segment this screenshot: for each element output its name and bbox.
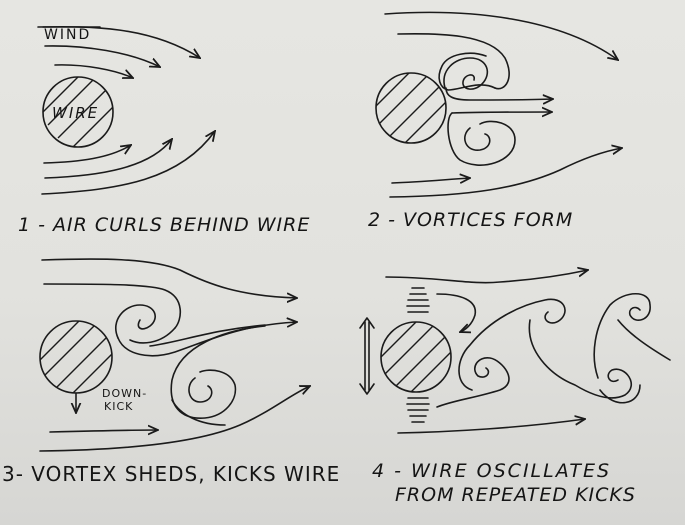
panel-1-air-curls bbox=[37, 25, 215, 195]
oscillation-lines-top bbox=[406, 287, 430, 313]
oscillation-lines-bottom bbox=[406, 397, 430, 423]
streamline bbox=[49, 430, 158, 432]
double-arrow-icon bbox=[359, 317, 375, 395]
streamline bbox=[39, 386, 310, 452]
wire-cross-section bbox=[375, 72, 447, 144]
wire-cross-section bbox=[42, 76, 114, 148]
shed-vortex bbox=[115, 304, 297, 357]
upper-vortex bbox=[438, 52, 553, 100]
downkick-label-line1: DOWN- bbox=[102, 387, 148, 400]
panel-2-caption: 2 - VORTICES FORM bbox=[368, 209, 574, 231]
wind-streamline bbox=[44, 45, 160, 67]
panel-4-caption-line2: FROM REPEATED KICKS bbox=[395, 484, 636, 506]
panel-1-caption: 1 - AIR CURLS BEHIND WIRE bbox=[18, 214, 311, 236]
panel-3-vortex-sheds bbox=[39, 258, 310, 452]
wind-label: WIND bbox=[44, 27, 92, 43]
streamline bbox=[397, 419, 585, 434]
streamline bbox=[384, 11, 618, 60]
streamline bbox=[385, 270, 588, 284]
panel-3-caption: 3- VORTEX SHEDS, KICKS WIRE bbox=[2, 462, 341, 486]
downkick-label-line2: KICK bbox=[104, 400, 134, 413]
streamline bbox=[436, 293, 476, 332]
wire-cross-section bbox=[380, 321, 452, 393]
streamline bbox=[41, 131, 215, 195]
streamline bbox=[43, 283, 181, 329]
wind-streamline bbox=[54, 64, 133, 78]
panel-2-vortices-form bbox=[375, 11, 622, 198]
vortex-street bbox=[436, 292, 671, 408]
streamline bbox=[44, 139, 172, 179]
wire-label: WIRE bbox=[52, 104, 100, 122]
streamline bbox=[389, 148, 622, 198]
streamline bbox=[397, 32, 510, 90]
streamline bbox=[41, 258, 297, 298]
forming-vortex bbox=[170, 325, 266, 426]
streamline bbox=[391, 178, 470, 183]
panel-4-wire-oscillates bbox=[359, 270, 671, 434]
lower-vortex bbox=[447, 112, 552, 166]
panel-4-caption-line1: 4 - WIRE OSCILLATES bbox=[372, 460, 612, 482]
streamline bbox=[43, 145, 131, 164]
